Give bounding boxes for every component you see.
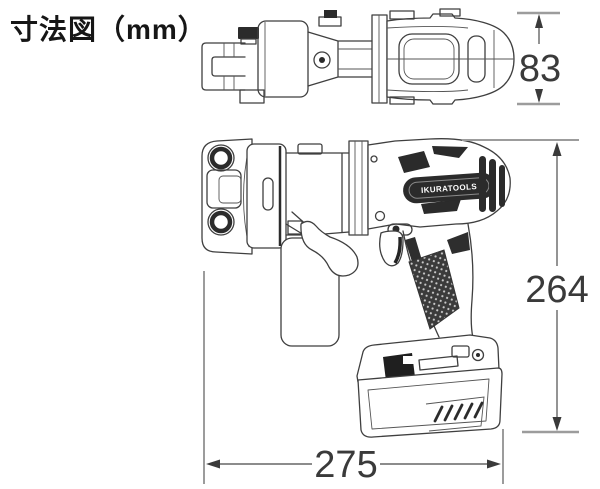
dimension-overall-length: 275 bbox=[203, 271, 504, 486]
dim-value-overall-height: 264 bbox=[525, 269, 588, 311]
bolt-hole-top bbox=[207, 144, 235, 172]
dim83-arrow-up bbox=[535, 14, 543, 28]
neck-taper bbox=[307, 31, 373, 87]
housing-screw-low bbox=[374, 210, 386, 222]
brand-band-bg bbox=[403, 172, 495, 204]
housing-screw-high bbox=[370, 155, 378, 163]
rear-grip-bar-1 bbox=[479, 156, 486, 212]
mid-connector bbox=[285, 152, 350, 236]
connector-bump bbox=[297, 143, 323, 155]
housing-shadow-upper bbox=[432, 146, 468, 158]
neck-bump bbox=[318, 16, 342, 27]
brand-logo-text: IKURATOOLS bbox=[421, 182, 478, 195]
battery-latch-dot bbox=[476, 353, 480, 357]
fork-outline bbox=[201, 42, 246, 91]
release-lever bbox=[300, 220, 359, 277]
battery-latch-circle bbox=[471, 348, 485, 362]
dim275-arrow-left bbox=[206, 459, 220, 469]
battery-vents bbox=[433, 401, 484, 423]
dim264-arrow-up bbox=[552, 142, 562, 156]
battery-connector-notch bbox=[403, 356, 414, 364]
flange-lines-side bbox=[354, 141, 363, 235]
battery-body bbox=[357, 367, 503, 438]
head-slot bbox=[262, 177, 274, 211]
housing-shadow-front bbox=[398, 151, 430, 173]
dim-value-overall-length: 275 bbox=[314, 444, 377, 486]
vent-outline bbox=[425, 396, 485, 432]
housing-shadow-lower bbox=[421, 199, 461, 214]
tool-side-view-drawing: IKURATOOLS bbox=[201, 138, 511, 438]
battery-release-button bbox=[451, 345, 470, 358]
dim264-arrow-down bbox=[552, 417, 562, 431]
bolt-base bbox=[240, 38, 257, 45]
rear-grip-bar-3 bbox=[499, 165, 505, 207]
battery-rail bbox=[418, 355, 459, 371]
housing-accents bbox=[386, 26, 495, 92]
head-block-side bbox=[246, 143, 287, 249]
pivot-screw-center bbox=[319, 57, 325, 63]
fork-slot bbox=[211, 56, 246, 77]
grip-back-edge bbox=[467, 223, 474, 339]
tool-top-view-drawing bbox=[201, 8, 515, 105]
bolt-hole-top-ring bbox=[209, 146, 233, 170]
jaw-outline bbox=[201, 138, 253, 255]
rear-grip-bar-2 bbox=[489, 159, 496, 212]
flange-plate-top bbox=[371, 14, 388, 104]
flange-plate-side bbox=[348, 140, 369, 236]
neck-bolt bbox=[324, 10, 337, 18]
dim83-arrow-down bbox=[535, 89, 543, 103]
fork-detail-lines bbox=[223, 43, 235, 90]
grip-texture bbox=[408, 249, 460, 330]
grip-upper-wedge bbox=[447, 232, 470, 254]
top-button-1 bbox=[389, 10, 415, 20]
bottom-button bbox=[389, 96, 415, 105]
jaw-pocket-inner bbox=[218, 175, 242, 204]
trigger-shadow bbox=[393, 236, 402, 264]
neck-lines bbox=[338, 48, 372, 70]
bolt-hole-bottom-ring bbox=[209, 210, 233, 234]
bolt-hole-bottom bbox=[207, 208, 235, 236]
brand-band: IKURATOOLS bbox=[403, 172, 495, 204]
dim-value-head-height: 83 bbox=[519, 48, 561, 90]
diagram-title: 寸法図（mm） bbox=[10, 14, 207, 45]
battery-inset-panel bbox=[367, 378, 490, 430]
dimension-overall-height: 264 bbox=[462, 139, 589, 434]
pivot-screw bbox=[313, 51, 331, 69]
head-block-top bbox=[257, 20, 309, 98]
top-button-2 bbox=[439, 8, 461, 17]
brand-band-frame bbox=[408, 177, 490, 199]
top-bolt bbox=[238, 27, 259, 39]
dimension-head-height: 83 bbox=[517, 11, 561, 106]
bottom-tab bbox=[239, 89, 265, 104]
dim275-arrow-right bbox=[487, 459, 501, 469]
